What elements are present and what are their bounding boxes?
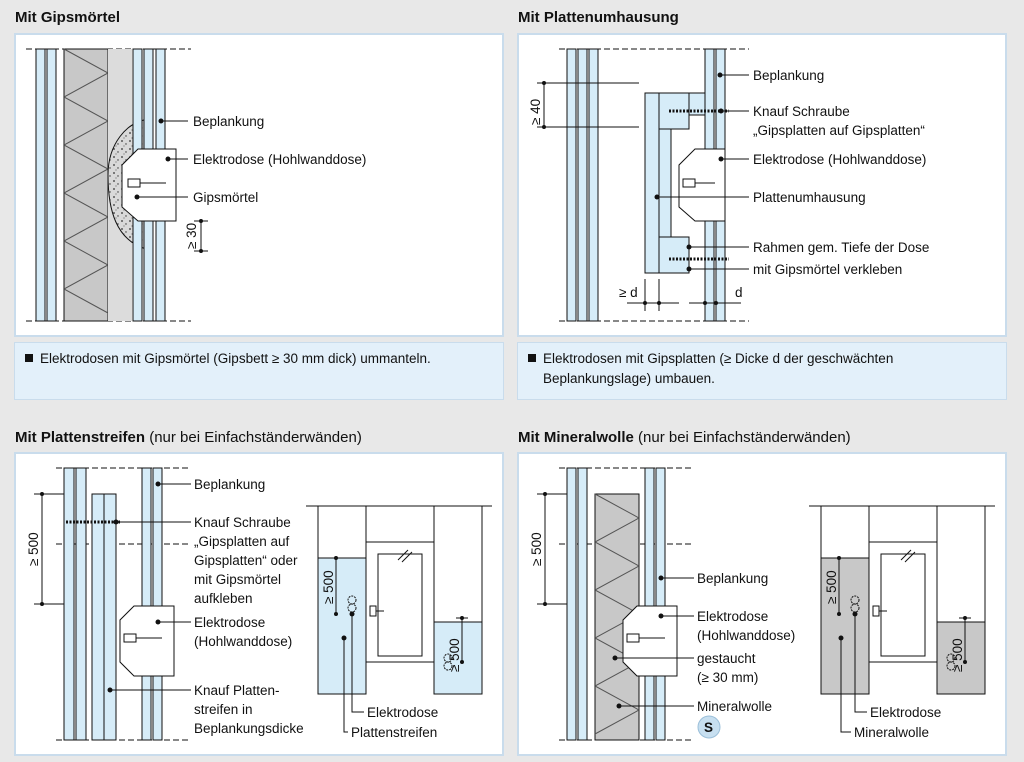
bullet-icon bbox=[25, 354, 33, 362]
label-verkleben: mit Gipsmörtel verkleben bbox=[753, 262, 902, 277]
dim-d-left: ≥ d bbox=[619, 285, 638, 300]
dim-30: ≥ 30 bbox=[184, 223, 199, 249]
diagram-mineralwolle: ≥ 500 Beplankung Elektrodose (Hohlwanddo… bbox=[529, 467, 995, 741]
panel-gipsmoertel: ≥ 30 Beplankung Elektrodose (Hohlwanddos… bbox=[14, 33, 504, 337]
elev-dim-right: ≥ 500 bbox=[950, 638, 965, 672]
elev-dim-left: ≥ 500 bbox=[824, 570, 839, 604]
label-beplankung: Beplankung bbox=[193, 114, 264, 129]
label-elektrodose: Elektrodose (Hohlwanddose) bbox=[753, 152, 926, 167]
panel-mineralwolle: ≥ 500 Beplankung Elektrodose (Hohlwanddo… bbox=[517, 452, 1007, 756]
section-title-mineralwolle: Mit Mineralwolle (nur bei Einfachständer… bbox=[518, 429, 851, 446]
section-title-plattenstreifen: Mit Plattenstreifen (nur bei Einfachstän… bbox=[15, 429, 362, 446]
label-plattenstreifen: Knauf Platten- bbox=[194, 683, 280, 698]
label-gestaucht: gestaucht bbox=[697, 651, 756, 666]
label-schraube-4: mit Gipsmörtel bbox=[194, 572, 281, 587]
elev-dim-left: ≥ 500 bbox=[321, 570, 336, 604]
panel-plattenumhausung: ≥ 40 ≥ d d Beplankung Knauf Schraube „Gi… bbox=[517, 33, 1007, 337]
elev-label-mineralwolle: Mineralwolle bbox=[854, 725, 929, 740]
elev-dim-right: ≥ 500 bbox=[447, 638, 462, 672]
label-schraube: Knauf Schraube bbox=[194, 515, 291, 530]
section-title-gipsmoertel: Mit Gipsmörtel bbox=[15, 9, 121, 26]
label-schraube-detail: „Gipsplatten auf Gipsplatten“ bbox=[753, 123, 925, 138]
elev-label-elektrodose: Elektrodose bbox=[367, 705, 438, 720]
diagram-plattenstreifen: ≥ 500 Beplankung Knauf Schraube „Gipspla… bbox=[26, 467, 492, 741]
label-schraube: Knauf Schraube bbox=[753, 104, 850, 119]
panel-plattenstreifen: ≥ 500 Beplankung Knauf Schraube „Gipspla… bbox=[14, 452, 504, 756]
note-gipsmoertel: Elektrodosen mit Gipsmörtel (Gipsbett ≥ … bbox=[14, 342, 504, 400]
elev-label-elektrodose: Elektrodose bbox=[870, 705, 941, 720]
label-gipsmoertel: Gipsmörtel bbox=[193, 190, 258, 205]
label-elektrodose: Elektrodose bbox=[697, 609, 768, 624]
dim-d-right: d bbox=[735, 285, 743, 300]
label-elektrodose-2: (Hohlwanddose) bbox=[194, 634, 292, 649]
label-plattenstreifen-3: Beplankungsdicke bbox=[194, 721, 304, 736]
diagram-plattenumhausung: ≥ 40 ≥ d d Beplankung Knauf Schraube „Gi… bbox=[528, 48, 929, 322]
label-elektrodose: Elektrodose bbox=[194, 615, 265, 630]
label-beplankung: Beplankung bbox=[697, 571, 768, 586]
dim-500: ≥ 500 bbox=[26, 532, 41, 566]
label-rahmen: Rahmen gem. Tiefe der Dose bbox=[753, 240, 929, 255]
bullet-icon bbox=[528, 354, 536, 362]
dim-40: ≥ 40 bbox=[528, 99, 543, 125]
note-plattenumhausung: Elektrodosen mit Gipsplatten (≥ Dicke d … bbox=[517, 342, 1007, 400]
svg-text:S: S bbox=[704, 720, 713, 735]
label-schraube-2: „Gipsplatten auf bbox=[194, 534, 290, 549]
label-schraube-5: aufkleben bbox=[194, 591, 253, 606]
label-elektrodose: Elektrodose (Hohlwanddose) bbox=[193, 152, 366, 167]
label-plattenstreifen-2: streifen in bbox=[194, 702, 253, 717]
elev-label-plattenstreifen: Plattenstreifen bbox=[351, 725, 437, 740]
label-mineralwolle: Mineralwolle bbox=[697, 699, 772, 714]
dim-500: ≥ 500 bbox=[529, 532, 544, 566]
label-gestaucht-2: (≥ 30 mm) bbox=[697, 670, 758, 685]
label-plattenumhausung: Plattenumhausung bbox=[753, 190, 866, 205]
diagram-gipsmoertel: ≥ 30 Beplankung Elektrodose (Hohlwanddos… bbox=[26, 48, 366, 322]
label-schraube-3: Gipsplatten“ oder bbox=[194, 553, 298, 568]
label-beplankung: Beplankung bbox=[194, 477, 265, 492]
label-elektrodose-2: (Hohlwanddose) bbox=[697, 628, 795, 643]
section-title-plattenumhausung: Mit Plattenumhausung bbox=[518, 9, 679, 26]
label-beplankung: Beplankung bbox=[753, 68, 824, 83]
s-badge-icon: S bbox=[697, 715, 721, 739]
